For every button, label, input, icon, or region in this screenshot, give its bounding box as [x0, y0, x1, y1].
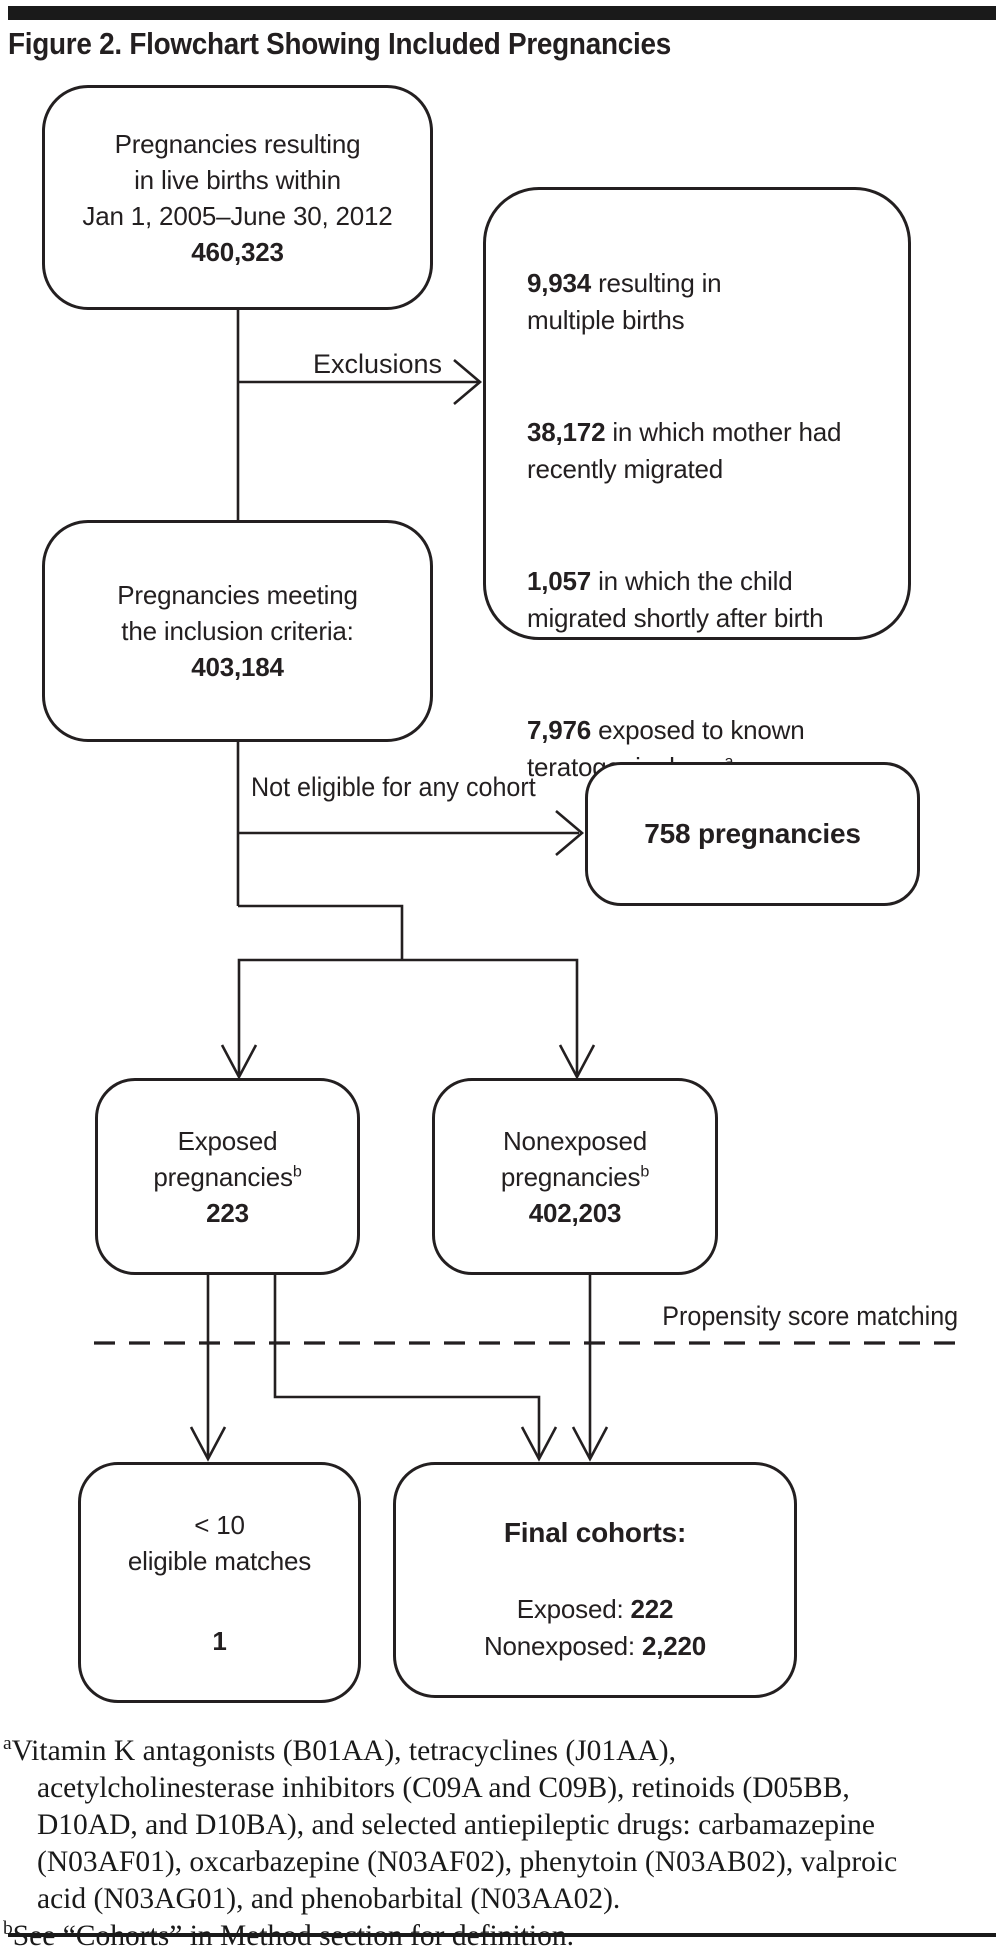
footnote-a: aVitamin K antagonists (B01AA), tetracyc…	[3, 1733, 999, 1918]
superscript-b: b	[640, 1161, 650, 1180]
label-propensity-score-matching: Propensity score matching	[662, 1301, 958, 1331]
box-final-heading: Final cohorts:	[503, 1517, 687, 1548]
box-eligible-matches-value: 1	[212, 1625, 227, 1656]
label-exclusions: Exclusions	[313, 349, 443, 379]
exclusion-item: 9,934 resulting in multiple births	[527, 228, 722, 339]
exclusion-item-text: resulting in multiple births	[527, 268, 722, 335]
exclusion-item-value: 38,172	[527, 417, 606, 447]
superscript-b: b	[292, 1161, 302, 1180]
exclusion-item: 1,057 in which the child migrated shortl…	[527, 526, 824, 637]
box-inclusion-text: Pregnancies meeting the inclusion criter…	[117, 580, 358, 646]
exclusion-item-value: 7,976	[527, 715, 592, 745]
exclusion-item-text: in which mother had recently migrated	[527, 417, 842, 484]
final-row-nonexposed-label: Nonexposed:	[483, 1631, 642, 1661]
footnotes: aVitamin K antagonists (B01AA), tetracyc…	[3, 1733, 999, 1951]
box-final-cohorts: Final cohorts: Exposed: 222 Nonexposed: …	[393, 1462, 797, 1698]
final-row-nonexposed: Nonexposed: 2,220	[484, 1628, 706, 1665]
figure-title: Figure 2. Flowchart Showing Included Pre…	[8, 26, 671, 61]
footnote-b-marker: b	[3, 1918, 13, 1940]
box-exclusions: 9,934 resulting in multiple births 38,17…	[483, 187, 911, 782]
exclusion-item: 38,172 in which mother had recently migr…	[527, 377, 841, 488]
box-758-pregnancies: 758 pregnancies	[585, 762, 920, 906]
box-nonexposed-pregnancies: Nonexposed pregnanciesb 402,203	[432, 1078, 718, 1275]
box-inclusion-value: 403,184	[191, 652, 284, 682]
footnote-a-text: Vitamin K antagonists (B01AA), tetracycl…	[11, 1735, 898, 1915]
final-row-exposed-label: Exposed:	[516, 1594, 631, 1624]
exclusion-item-value: 1,057	[527, 566, 592, 596]
box-exposed-pregnancies: Exposed pregnanciesb 223	[95, 1078, 360, 1275]
footnote-a-marker: a	[3, 1733, 12, 1755]
final-row-exposed-value: 222	[630, 1594, 674, 1624]
exclusion-item-value: 9,934	[527, 268, 592, 298]
box-eligible-matches: < 10 eligible matches 1	[78, 1462, 361, 1703]
box-nonexposed-value: 402,203	[528, 1197, 622, 1228]
box-final-rows: Exposed: 222 Nonexposed: 2,220	[484, 1591, 706, 1665]
label-not-eligible: Not eligible for any cohort	[251, 772, 536, 802]
superscript-a: a	[725, 752, 734, 770]
final-row-nonexposed-value: 2,220	[641, 1631, 707, 1661]
box-live-births-text: Pregnancies resulting in live births wit…	[82, 128, 393, 231]
final-row-exposed: Exposed: 222	[484, 1591, 706, 1628]
box-live-births-value: 460,323	[191, 236, 284, 267]
box-nonexposed-text: Nonexposed pregnanciesb	[501, 1123, 649, 1195]
box-758-value: 758 pregnancies	[644, 818, 861, 849]
top-rule	[8, 6, 996, 20]
bottom-rule	[8, 1933, 996, 1937]
box-live-births: Pregnancies resulting in live births wit…	[42, 85, 433, 310]
box-inclusion-criteria: Pregnancies meeting the inclusion criter…	[42, 520, 433, 742]
box-nonexposed-label: Nonexposed pregnancies	[500, 1125, 647, 1192]
exclusion-item-text: in which the child migrated shortly afte…	[527, 566, 824, 633]
box-eligible-matches-text: < 10 eligible matches	[127, 1509, 312, 1576]
box-exposed-label: Exposed pregnancies	[153, 1125, 293, 1192]
box-exposed-text: Exposed pregnanciesb	[153, 1123, 301, 1195]
box-exposed-value: 223	[206, 1197, 249, 1228]
